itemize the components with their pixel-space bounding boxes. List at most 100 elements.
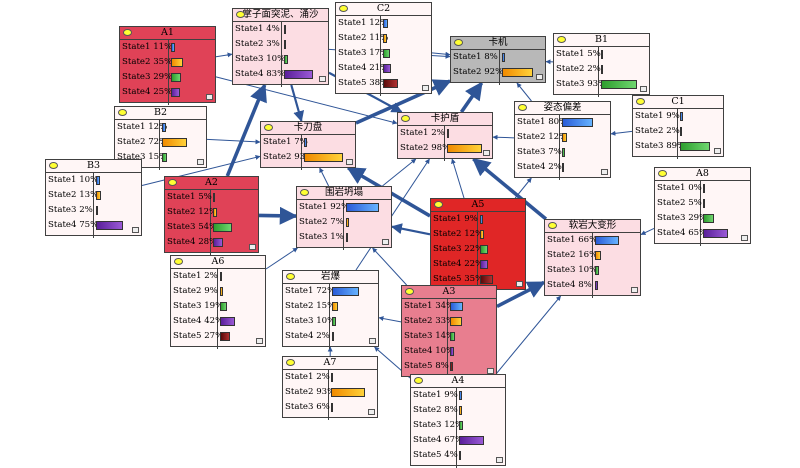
node-menu-icon[interactable] [516,281,523,287]
state-row: State3 10% [283,314,378,329]
node-menu-icon[interactable] [132,227,139,233]
state-row: State1 2% [283,370,377,385]
state-row: State1 80% [515,115,610,130]
node-states: State1 11%State2 35%State3 29%State4 25% [120,40,215,100]
node-states: State1 72%State2 15%State3 10%State4 2% [283,284,378,344]
node-states: State1 9%State2 12%State3 22%State4 22%S… [431,212,525,287]
node-menu-icon[interactable] [714,148,721,154]
node-menu-icon[interactable] [256,338,263,344]
arrow-C2-to-jam [432,53,450,55]
node-menu-icon[interactable] [197,159,204,165]
state-probability-bar [213,238,223,247]
node-states: State1 5%State2 12%State3 54%State4 28% [165,190,258,250]
arrow-A1-to-surface [216,54,232,57]
state-row: State5 27% [171,329,265,344]
node-menu-icon[interactable] [601,169,608,175]
state-label: State3 22% [433,244,483,255]
state-label: State3 54% [167,222,217,233]
node-menu-icon[interactable] [346,159,353,165]
state-probability-bar [459,406,462,415]
node-states: State1 92%State2 7%State3 1% [297,200,391,245]
node-menu-icon[interactable] [483,150,490,156]
node-jam[interactable]: 卡机 State1 8% State2 92% [450,36,546,83]
arrow-B2-to-cutter [207,139,260,142]
state-probability-bar [213,193,215,202]
state-label: State2 2% [556,64,601,75]
node-menu-icon[interactable] [536,74,543,80]
state-label: State1 8% [453,52,498,63]
state-label: State2 72% [117,137,167,148]
state-probability-bar [96,221,123,230]
state-row: State2 7% [297,215,391,230]
state-row: State1 9% [633,109,723,124]
state-label: State2 11% [338,33,388,44]
arrow-posture-to-jam [517,83,532,101]
state-probability-bar [459,421,463,430]
node-menu-icon[interactable] [319,76,326,82]
node-menu-icon[interactable] [206,94,213,100]
state-probability-bar [332,332,334,341]
state-probability-bar [595,251,601,260]
node-states: State1 80%State2 12%State3 7%State4 2% [515,115,610,175]
node-title-text: A7 [324,357,337,368]
node-title: 卡机 [451,37,545,50]
state-row: State2 35% [120,55,215,70]
node-title: B3 [46,160,141,173]
state-label: State2 92% [453,67,503,78]
state-probability-bar [220,317,235,326]
state-row: State3 7% [515,145,610,160]
state-probability-bar [96,191,101,200]
node-menu-icon[interactable] [368,409,375,415]
node-menu-icon[interactable] [422,85,429,91]
state-label: State3 29% [657,213,707,224]
node-menu-icon[interactable] [631,287,638,293]
state-label: State1 2% [400,128,445,139]
arrow-A8-to-deform [641,228,654,234]
state-probability-bar [346,203,379,212]
state-label: State1 0% [657,183,702,194]
state-label: State1 72% [285,286,335,297]
state-probability-bar [480,245,488,254]
state-row: State1 34% [402,299,496,314]
state-label: State3 10% [235,54,285,65]
state-row: State1 12% [336,16,431,31]
state-probability-bar [601,80,637,89]
node-menu-icon[interactable] [382,239,389,245]
state-row: State1 66% [545,233,640,248]
state-label: State1 9% [413,390,458,401]
state-label: State1 12% [117,122,167,133]
node-status-icon [123,29,132,36]
state-label: State3 7% [517,147,562,158]
node-menu-icon[interactable] [640,86,647,92]
node-states: State1 10%State2 13%State3 2%State4 75% [46,173,141,233]
node-menu-icon[interactable] [741,235,748,241]
state-label: State3 2% [48,205,93,216]
node-states: State1 66%State2 16%State3 10%State4 8% [545,233,640,293]
node-menu-icon[interactable] [369,338,376,344]
node-menu-icon[interactable] [249,244,256,250]
state-probability-bar [332,287,359,296]
state-row: State2 3% [233,37,328,52]
state-label: State4 42% [173,316,223,327]
node-title: B2 [115,107,206,120]
state-row: State2 93% [261,150,355,165]
